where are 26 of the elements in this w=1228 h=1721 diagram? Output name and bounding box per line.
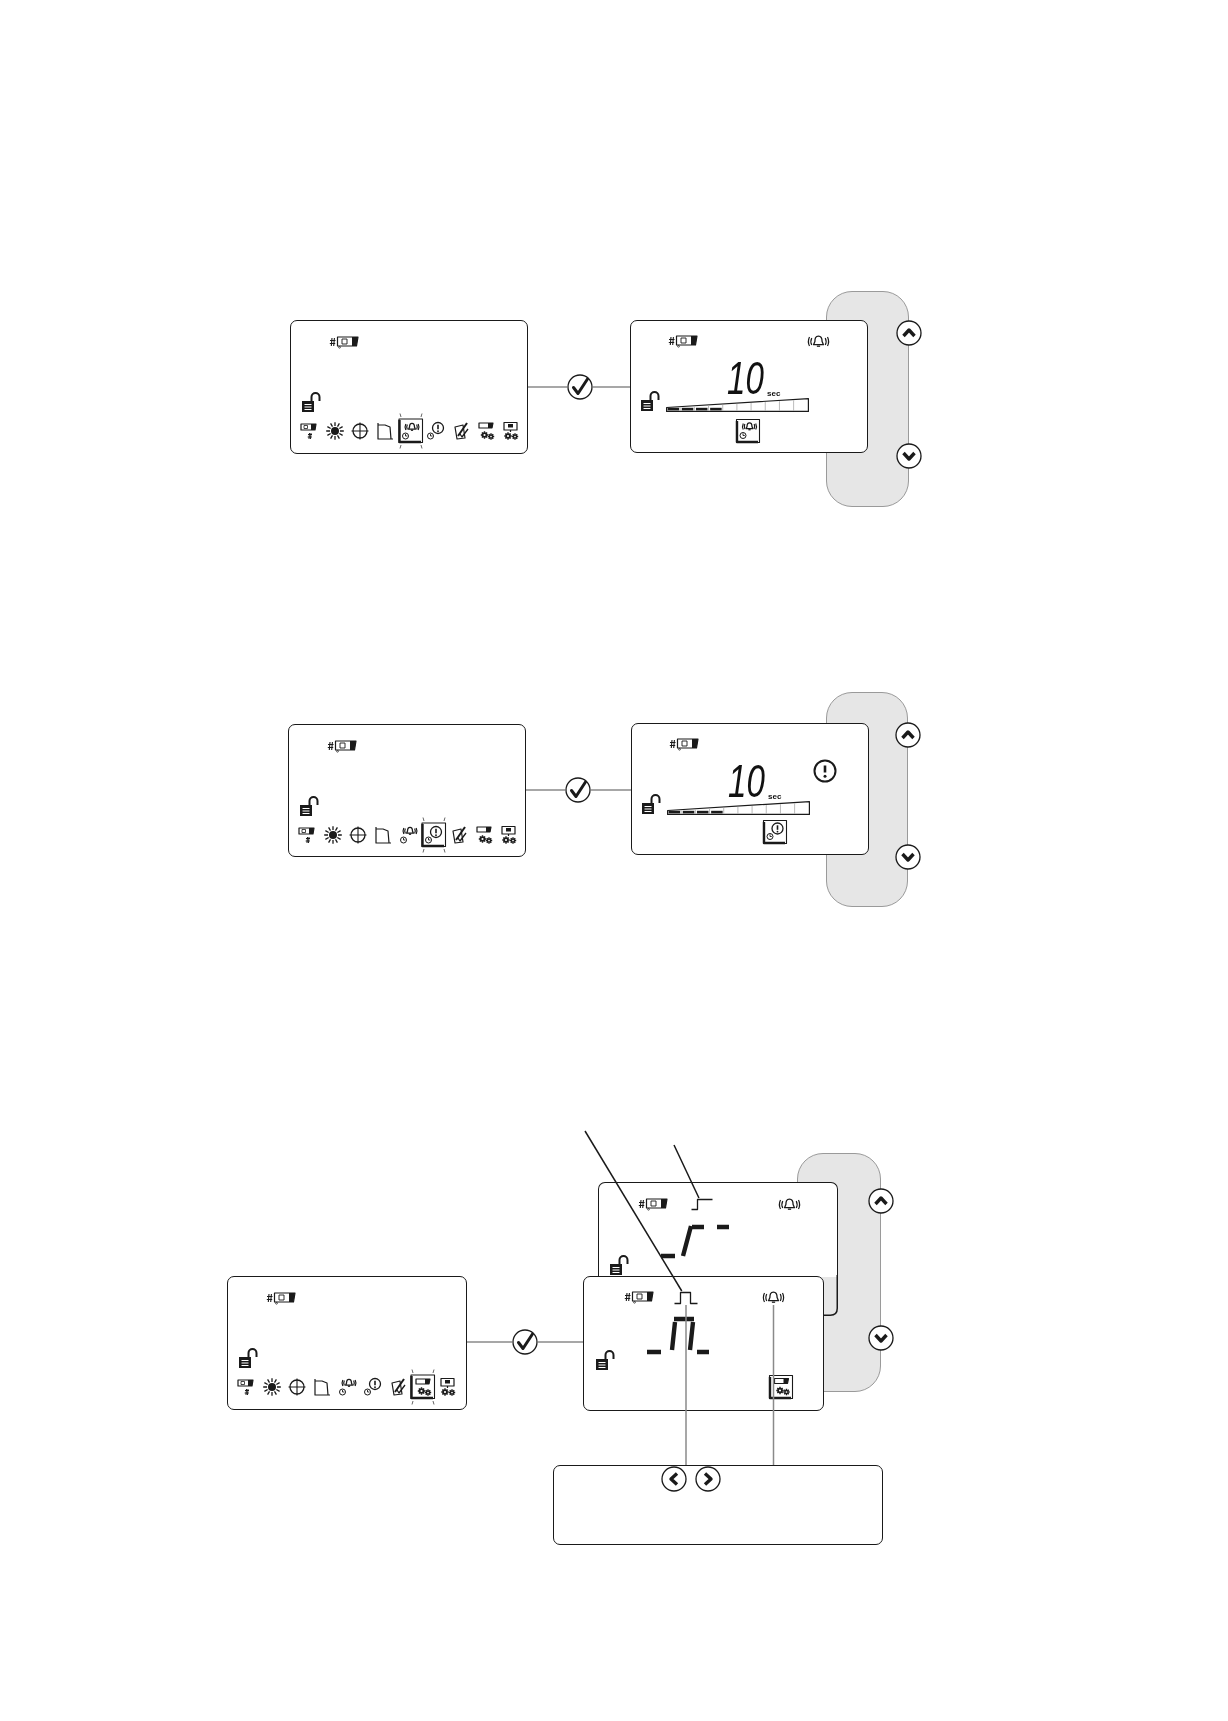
connector-line [466, 1341, 513, 1343]
lcd-display [288, 724, 526, 857]
check-circle-icon [512, 1329, 538, 1355]
bell-icon [761, 1290, 786, 1305]
readout-value: 10 [727, 355, 764, 401]
check-circle-icon [565, 777, 591, 803]
lcd-display [227, 1276, 467, 1410]
check-circle-icon [567, 374, 593, 400]
connector-line [537, 1341, 584, 1343]
lcd-display [631, 723, 869, 855]
leader-line [685, 1304, 687, 1466]
lcd-display [290, 320, 528, 454]
readout-value: 10 [728, 758, 765, 804]
unit-label: sec [767, 390, 781, 398]
step-signal-icon [691, 1198, 713, 1211]
leader-line [772, 1304, 775, 1466]
connector-line [525, 789, 566, 791]
connector-line [592, 386, 631, 388]
lcd-display [583, 1276, 824, 1411]
unit-label: sec [768, 793, 782, 801]
leader-line [584, 1130, 683, 1292]
connector-line [590, 789, 632, 791]
connector-line [527, 386, 568, 388]
key-panel [553, 1465, 883, 1545]
leader-line [673, 1144, 700, 1199]
lcd-display [630, 320, 868, 453]
